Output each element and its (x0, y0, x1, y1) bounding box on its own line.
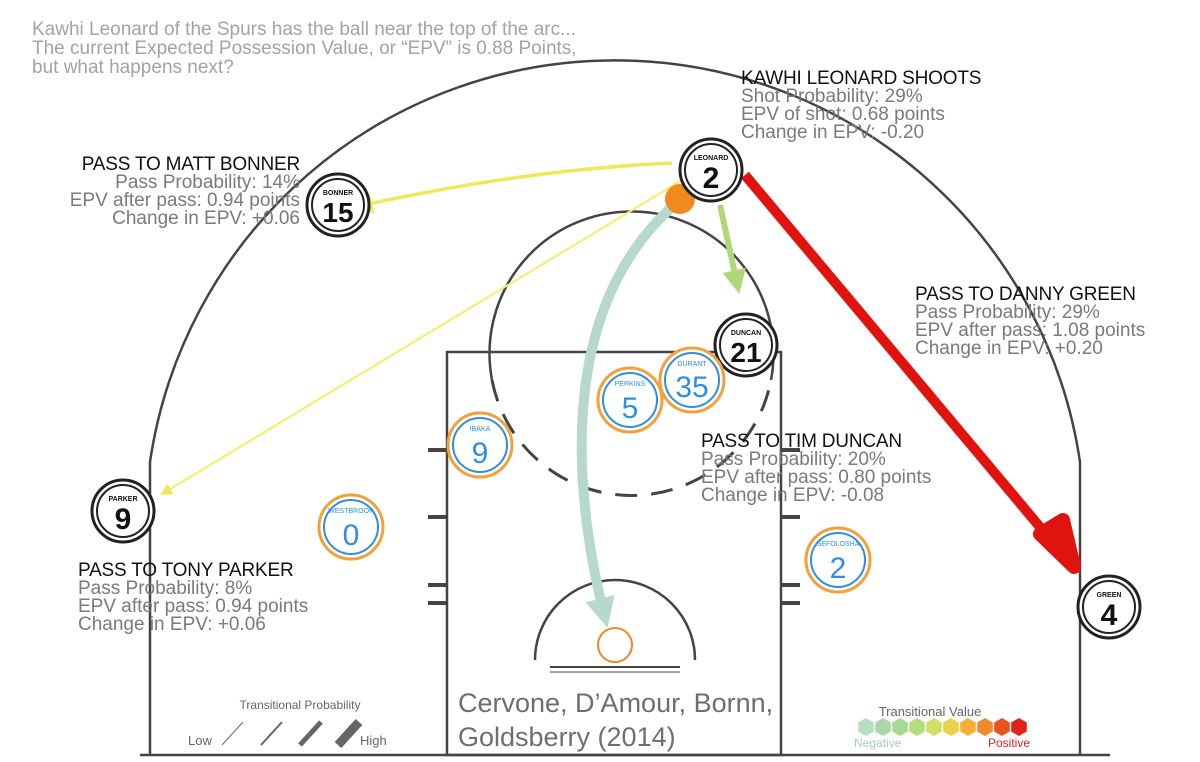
shoot-epv: EPV of shot: 0.68 points (741, 104, 945, 125)
duncan-epv: EPV after pass: 0.80 points (701, 467, 932, 488)
credit: Cervone, D’Amour, Bornn, Goldsberry (201… (458, 686, 773, 754)
player-leonard: LEONARD 2 (678, 137, 744, 203)
pass-arrow-parker (160, 179, 683, 496)
green-title: PASS TO DANNY GREEN (915, 284, 1136, 305)
defender-perkins-number: 5 (622, 392, 639, 425)
legend-value-positive: Positive (988, 736, 1030, 750)
defender-perkins: PERKINS 5 (596, 366, 664, 434)
player-duncan-name: DUNCAN (731, 330, 761, 337)
legend-value-swatch (943, 718, 959, 736)
shot-path (576, 196, 684, 628)
green-epv: EPV after pass: 1.08 points (915, 320, 1146, 341)
intro-line-2: The current Expected Possession Value, o… (32, 38, 577, 59)
duncan-title: PASS TO TIM DUNCAN (701, 431, 902, 452)
defender-westbrook: WESTBROOK 0 (317, 493, 385, 561)
legend-probability: Transitional Probability Low High (188, 698, 387, 749)
defender-perkins-name: PERKINS (615, 381, 646, 388)
defender-durant-name: DURANT (677, 361, 707, 368)
green-change: Change in EPV: +0.20 (915, 338, 1103, 359)
legend-probability-mark (260, 721, 283, 746)
legend-probability-mark (221, 721, 244, 746)
legend-value-negative: Negative (854, 736, 902, 750)
defender-westbrook-name: WESTBROOK (328, 508, 374, 515)
legend-value-swatch (858, 718, 874, 736)
intro-line-3: but what happens next? (32, 57, 234, 78)
defender-ibaka: IBAKA 9 (446, 411, 514, 479)
bonner-annotation: PASS TO MATT BONNER Pass Probability: 14… (69, 154, 300, 229)
legend-value-swatch (1011, 718, 1027, 736)
shoot-annotation: KAWHI LEONARD SHOOTS Shot Probability: 2… (741, 68, 982, 143)
defender-durant-number: 35 (675, 371, 708, 404)
pass-arrow-bonner (351, 161, 673, 214)
legend-value-swatch (909, 718, 925, 736)
defender-sefolosha: SEFOLOSHA 2 (804, 526, 872, 594)
parker-change: Change in EPV: +0.06 (78, 614, 266, 635)
legend-probability-high: High (360, 733, 387, 748)
player-bonner-name: BONNER (323, 190, 353, 197)
defender-sefolosha-name: SEFOLOSHA (817, 541, 860, 548)
shoot-title: KAWHI LEONARD SHOOTS (741, 68, 982, 89)
bonner-probability: Pass Probability: 14% (115, 172, 300, 193)
duncan-change: Change in EPV: -0.08 (701, 485, 885, 506)
defender-durant: DURANT 35 (658, 346, 726, 414)
legend-value-swatch (994, 718, 1010, 736)
pass-arrow-duncan (717, 204, 746, 294)
defender-ibaka-number: 9 (472, 437, 489, 470)
free-throw-circle-bottom (490, 379, 773, 497)
duncan-annotation: PASS TO TIM DUNCAN Pass Probability: 20%… (701, 431, 932, 506)
paint (445, 350, 783, 757)
legend-probability-title: Transitional Probability (240, 698, 361, 712)
legend-value-swatch (960, 718, 976, 736)
green-probability: Pass Probability: 29% (915, 302, 1100, 323)
legend-probability-low: Low (188, 733, 212, 748)
intro-text: Kawhi Leonard of the Spurs has the ball … (32, 20, 577, 77)
defender-sefolosha-number: 2 (830, 552, 847, 585)
player-duncan-number: 21 (730, 337, 761, 368)
duncan-probability: Pass Probability: 20% (701, 449, 886, 470)
pass-arrow-green (741, 171, 1059, 549)
credit-line-1: Cervone, D’Amour, Bornn, (458, 688, 774, 718)
defender-ibaka-name: IBAKA (470, 426, 491, 433)
player-bonner-number: 15 (322, 197, 353, 228)
player-parker-number: 9 (115, 503, 132, 536)
player-leonard-name: LEONARD (694, 155, 729, 162)
player-parker: PARKER 9 (90, 478, 156, 544)
player-leonard-number: 2 (703, 162, 720, 195)
legend-value-swatch (926, 718, 942, 736)
legend-value-title: Transitional Value (879, 704, 982, 719)
player-green-number: 4 (1101, 599, 1118, 632)
legend-value-swatch (977, 718, 993, 736)
defender-westbrook-number: 0 (343, 519, 360, 552)
player-duncan: DUNCAN 21 (713, 312, 779, 378)
parker-title: PASS TO TONY PARKER (78, 560, 294, 581)
restricted-arc (533, 578, 697, 661)
parker-epv: EPV after pass: 0.94 points (78, 596, 309, 617)
legend-probability-mark (298, 720, 323, 747)
player-bonner: BONNER 15 (305, 172, 371, 238)
court-lines (140, 59, 1110, 757)
player-green: GREEN 4 (1076, 574, 1142, 640)
green-annotation: PASS TO DANNY GREEN Pass Probability: 29… (915, 284, 1146, 359)
credit-line-2: Goldsberry (2014) (458, 722, 676, 752)
shoot-change: Change in EPV: -0.20 (741, 122, 925, 143)
parker-probability: Pass Probability: 8% (78, 578, 253, 599)
shoot-probability: Shot Probability: 29% (741, 86, 923, 107)
legend-value: Transitional Value Negative Positive (854, 704, 1030, 750)
legend-value-swatches (858, 718, 1027, 736)
bonner-title: PASS TO MATT BONNER (81, 154, 300, 175)
legend-value-swatch (875, 718, 891, 736)
three-point-line (148, 59, 1082, 755)
player-green-name: GREEN (1097, 592, 1122, 599)
legend-value-swatch (892, 718, 908, 736)
bonner-epv: EPV after pass: 0.94 points (69, 190, 300, 211)
bonner-change: Change in EPV: +0.06 (112, 208, 300, 229)
legend-probability-mark (334, 718, 363, 749)
pass-arrowhead-green (1033, 513, 1081, 574)
hoop (597, 627, 633, 663)
parker-annotation: PASS TO TONY PARKER Pass Probability: 8%… (78, 560, 309, 635)
player-parker-name: PARKER (108, 496, 137, 503)
intro-line-1: Kawhi Leonard of the Spurs has the ball … (32, 19, 576, 40)
